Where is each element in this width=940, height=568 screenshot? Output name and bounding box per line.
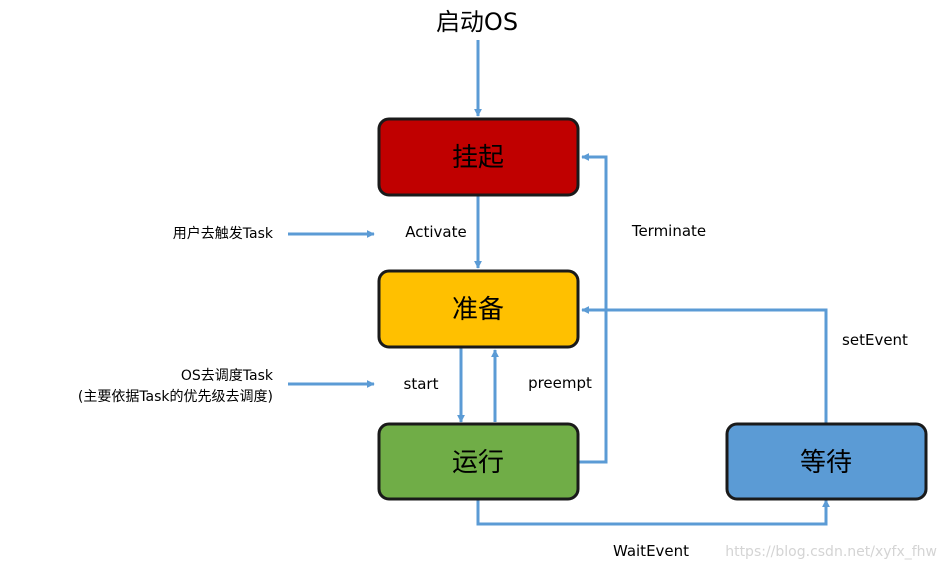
state-box-ready (377, 269, 580, 349)
state-label-waiting: 等待 (800, 448, 852, 478)
diagram-title: 启动OS (436, 8, 518, 36)
preempt-label: preempt (528, 374, 592, 392)
state-suspended: 挂起 (377, 117, 580, 197)
wait-event-arrow (476, 499, 830, 526)
state-running: 运行 (377, 422, 580, 501)
state-box-suspended (377, 117, 580, 197)
os-schedule-note-line2: (主要依据Task的优先级去调度) (78, 389, 273, 405)
state-label-running: 运行 (452, 448, 504, 478)
set-event-label: setEvent (842, 331, 908, 349)
arrows (288, 40, 830, 526)
start-label: start (404, 375, 439, 393)
terminate-label: Terminate (631, 222, 706, 240)
watermark: https://blog.csdn.net/xyfx_fhw (725, 544, 937, 560)
state-ready: 准备 (377, 269, 580, 349)
state-box-waiting (725, 422, 928, 501)
state-label-ready: 准备 (452, 295, 504, 325)
state-waiting: 等待 (725, 422, 928, 501)
activate-label: Activate (405, 223, 466, 241)
state-box-running (377, 422, 580, 501)
wait-event-label: WaitEvent (613, 542, 689, 560)
user-trigger-note: 用户去触发Task (173, 225, 274, 242)
state-label-suspended: 挂起 (452, 143, 504, 173)
set-event-arrow (581, 306, 828, 423)
os-schedule-note-line1: OS去调度Task (181, 368, 274, 384)
